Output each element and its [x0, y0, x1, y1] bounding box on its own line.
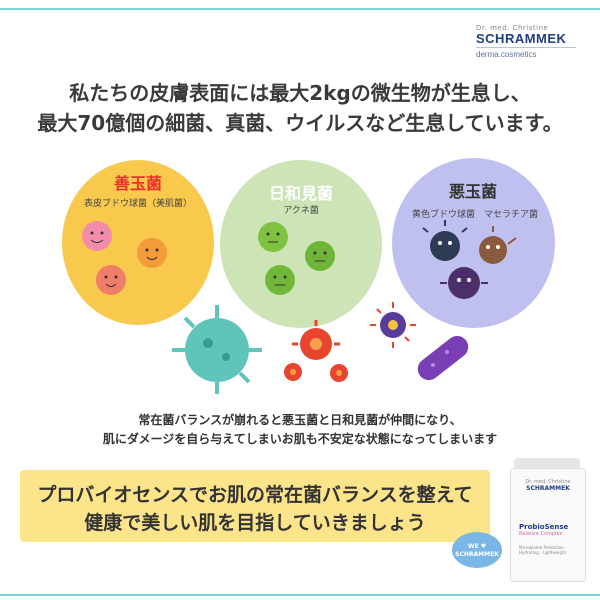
- bottle-brand-small: Dr. med. Christine: [525, 479, 571, 485]
- headline-line2: 最大70億個の細菌、真菌、ウイルスなど生息しています。: [37, 111, 563, 135]
- red-virus-icon-large: [292, 320, 340, 360]
- headline-line1: 私たちの皮膚表面には最大2kgの微生物が生息し、: [69, 81, 531, 105]
- bad-microbe-brown-icon: [479, 226, 517, 264]
- bottle-fine-print: Microbiome Protection · Hydrating · Ligh…: [519, 545, 567, 555]
- good-microbe-orange-icon: [137, 238, 167, 268]
- bad-bacteria-subtitle: 黄色ブドウ球菌 マセラチア菌: [411, 210, 538, 220]
- bottle-product-sub: Balance Complex: [519, 531, 563, 537]
- bottle-body: Dr. med. Christine SCHRAMMEK ProbioSense…: [510, 468, 586, 582]
- we-love-schrammek-badge: WE ♥ SCHRAMMEK: [452, 532, 502, 568]
- brand-tagline: derma.cosmetics: [476, 47, 576, 59]
- opportunistic-bacteria-title: 日和見菌: [268, 184, 333, 203]
- cta-highlight-band: [20, 470, 490, 542]
- bottle-cap: [514, 458, 580, 470]
- good-bacteria-title: 善玉菌: [113, 174, 162, 193]
- bottle-brand: SCHRAMMEK: [526, 485, 570, 492]
- top-frame-line: [0, 8, 600, 10]
- opportunistic-bacteria-subtitle: アクネ菌: [283, 206, 319, 216]
- neutral-microbe-icon-1: [258, 222, 288, 252]
- bad-bacteria-circle: [392, 158, 555, 328]
- teal-virus-icon: [172, 305, 262, 394]
- good-microbe-pink-icon: [82, 221, 112, 251]
- cta-line2: 健康で美しい肌を目指していきましょう: [84, 512, 426, 534]
- neutral-microbe-icon-2: [305, 241, 335, 271]
- description-line1: 常在菌バランスが崩れると悪玉菌と日和見菌が仲間になり、: [138, 413, 462, 427]
- rod-bacterium-icon: [417, 335, 469, 381]
- neutral-microbe-icon-3: [265, 265, 295, 295]
- brand-logo: Dr. med. Christine SCHRAMMEK derma.cosme…: [476, 24, 576, 59]
- bad-bacteria-title: 悪玉菌: [448, 182, 497, 201]
- brand-name: SCHRAMMEK: [476, 31, 567, 46]
- red-virus-icon-small-2: [330, 364, 348, 382]
- cta-line1: プロバイオセンスでお肌の常在菌バランスを整えて: [37, 484, 473, 506]
- opportunistic-bacteria-circle: [220, 160, 382, 328]
- purple-virus-icon: [370, 302, 416, 348]
- badge-line2: SCHRAMMEK: [455, 551, 499, 558]
- red-virus-icon-small-1: [284, 363, 302, 381]
- good-microbe-coral-icon: [96, 265, 126, 295]
- badge-line1: WE ♥: [467, 543, 487, 550]
- bottom-frame-line: [0, 594, 600, 596]
- brand-line1: Dr. med. Christine: [476, 24, 549, 32]
- bottle-product-name: ProbioSense: [519, 523, 569, 531]
- description-line2: 肌にダメージを自ら与えてしまいお肌も不安定な状態になってしまいます: [102, 432, 498, 446]
- bad-microbe-purple-icon: [440, 267, 488, 299]
- product-bottle-image: Dr. med. Christine SCHRAMMEK ProbioSense…: [510, 458, 586, 582]
- bad-microbe-dark-icon: [422, 220, 468, 261]
- good-bacteria-subtitle: 表皮ブドウ球菌（美肌菌）: [83, 199, 192, 209]
